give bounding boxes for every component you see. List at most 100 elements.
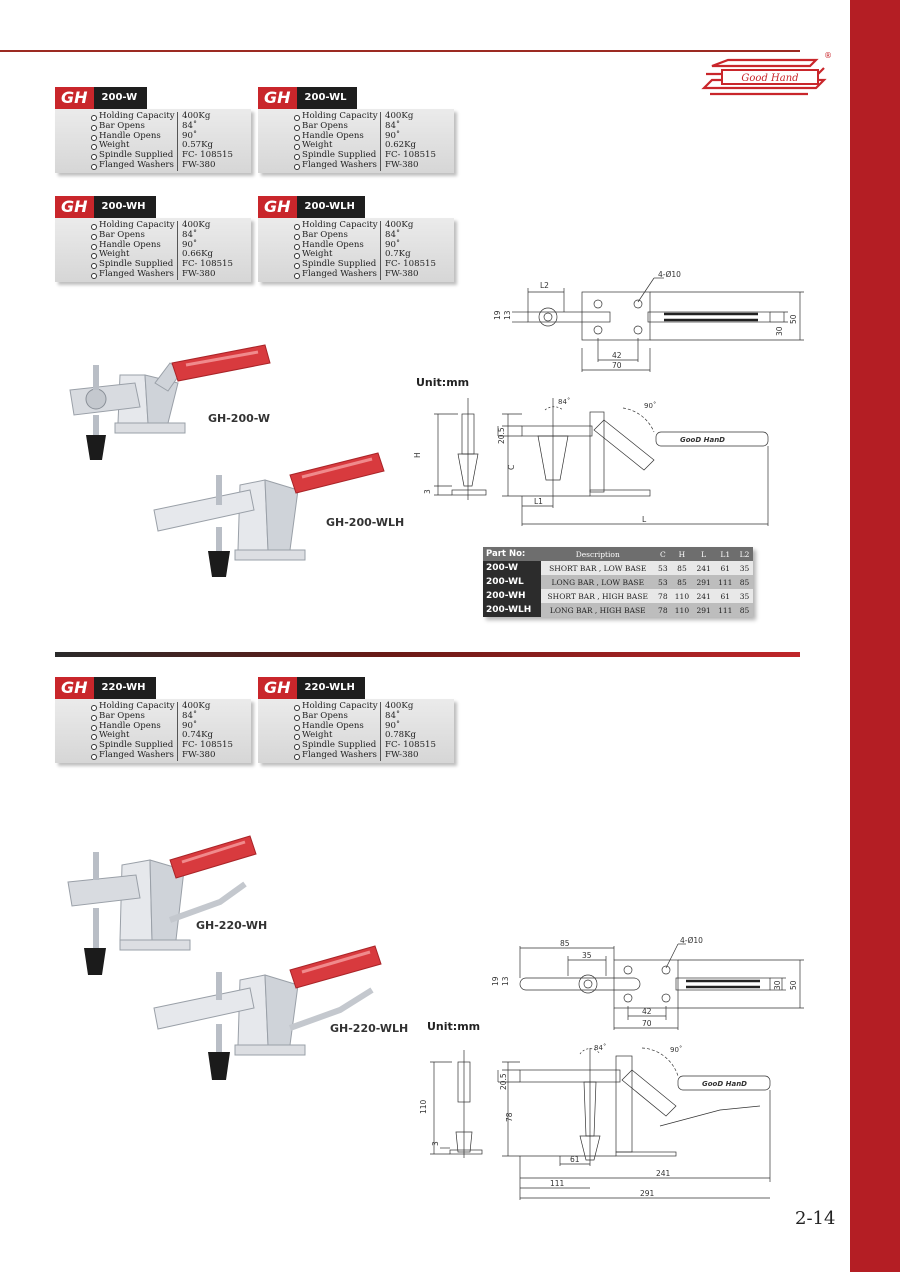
cell: 85 [671,575,693,589]
page-number: 2-14 [795,1208,836,1229]
handle-brand: GooD HanD [680,436,725,444]
spec-value: FC- 108515 [380,259,436,270]
gh-tag: GH [55,87,94,109]
spec-label: Flanged Washers [91,160,177,171]
spec-label: Holding Capacity [294,111,380,122]
cell: 35 [736,589,753,603]
dim-3: 3 [423,489,432,494]
dim-19: 19 [491,976,500,986]
spec-label: Bar Opens [294,121,380,132]
spec-label: Handle Opens [294,240,380,251]
cell: 53 [654,575,672,589]
spec-label: Holding Capacity [91,220,177,231]
spec-label: Handle Opens [294,721,380,732]
description: LONG BAR , LOW BASE [541,575,655,589]
dim-110: 110 [420,1099,428,1114]
spec-value: 400Kg [380,220,413,231]
col-header: L1 [714,547,737,561]
clamp-220-wh-image [67,835,257,975]
top-divider [0,50,800,52]
spec-value: 400Kg [380,701,413,712]
spec-label: Holding Capacity [91,701,177,712]
cell: 291 [692,603,715,617]
spec-label: Spindle Supplied [294,259,380,270]
spec-value: FW-380 [177,750,215,761]
spec-value: FC- 108515 [177,150,233,161]
description: SHORT BAR , HIGH BASE [541,589,655,603]
gh-tag: GH [55,196,94,218]
spec-value: FW-380 [177,160,215,171]
side-color-bar [850,0,900,1272]
table-header-row: Part No: Description C H L L1 L2 [483,547,753,561]
clamp-200-w-image [69,344,271,460]
cell: 111 [714,603,737,617]
spec-label: Flanged Washers [294,269,380,280]
spec-label: Weight [294,141,380,151]
dim-78: 78 [505,1112,514,1122]
spec-value: 0.57Kg [177,141,213,152]
spec-value: 90˚ [380,131,400,142]
dim-l2: L2 [540,281,549,290]
dim-h: H [413,452,422,458]
clamp-220-wlh-image [153,945,382,1080]
spec-value: 84˚ [177,121,197,132]
dim-241: 241 [656,1169,671,1178]
angle-bar: 84˚ [594,1044,606,1052]
registered-mark: ® [824,52,832,60]
spec-value: FW-380 [380,269,418,280]
spec-value: 84˚ [177,230,197,241]
cell: 85 [671,561,693,575]
spec-label: Bar Opens [294,230,380,241]
model-name: 200-W [93,87,148,109]
description: SHORT BAR , LOW BASE [541,561,655,575]
hole-note: 4-Ø10 [680,936,703,945]
spec-value: 400Kg [177,111,210,122]
hole-note: 4-Ø10 [658,270,681,279]
dim-l1: L1 [534,497,543,506]
cell: 110 [671,589,693,603]
dim-30: 30 [775,326,784,336]
gh-tag: GH [55,677,94,699]
spec-value: 90˚ [177,131,197,142]
part-no: 200-WLH [483,603,541,617]
clamp-200-wlh-image [153,452,385,577]
dim-111: 111 [550,1179,565,1188]
spec-label: Flanged Washers [294,160,380,171]
col-header: H [671,547,693,561]
spec-value: FC- 108515 [380,740,436,751]
spec-value: 400Kg [177,220,210,231]
dim-35: 35 [582,951,592,960]
spec-label: Holding Capacity [294,701,380,712]
dim-70: 70 [612,361,622,370]
spec-label: Weight [91,250,177,260]
unit-label: Unit:mm [427,1020,481,1033]
spec-label: Spindle Supplied [91,150,177,161]
cell: 61 [714,561,737,575]
spec-value: 0.7Kg [380,250,411,261]
spec-value: 90˚ [177,240,197,251]
gh-tag: GH [258,87,297,109]
dim-20-5: 20.5 [497,427,506,444]
handle-brand: GooD HanD [702,1080,747,1088]
product-label: GH-200-WLH [326,516,405,529]
spec-label: Holding Capacity [294,220,380,231]
product-label: GH-220-WH [196,919,268,932]
spec-value: 90˚ [177,721,197,732]
cell: 111 [714,575,737,589]
good-hand-logo: Good Hand ® [701,52,832,96]
angle-handle: 90˚ [644,402,656,410]
model-name: 220-WH [93,677,156,699]
dim-30: 30 [773,980,782,990]
cell: 241 [692,561,715,575]
spec-label: Flanged Washers [294,750,380,761]
cell: 35 [736,561,753,575]
col-header: L [692,547,715,561]
spec-label: Spindle Supplied [91,259,177,270]
spec-value: 90˚ [380,721,400,732]
unit-label: Unit:mm [416,376,470,389]
spec-label: Handle Opens [91,131,177,142]
